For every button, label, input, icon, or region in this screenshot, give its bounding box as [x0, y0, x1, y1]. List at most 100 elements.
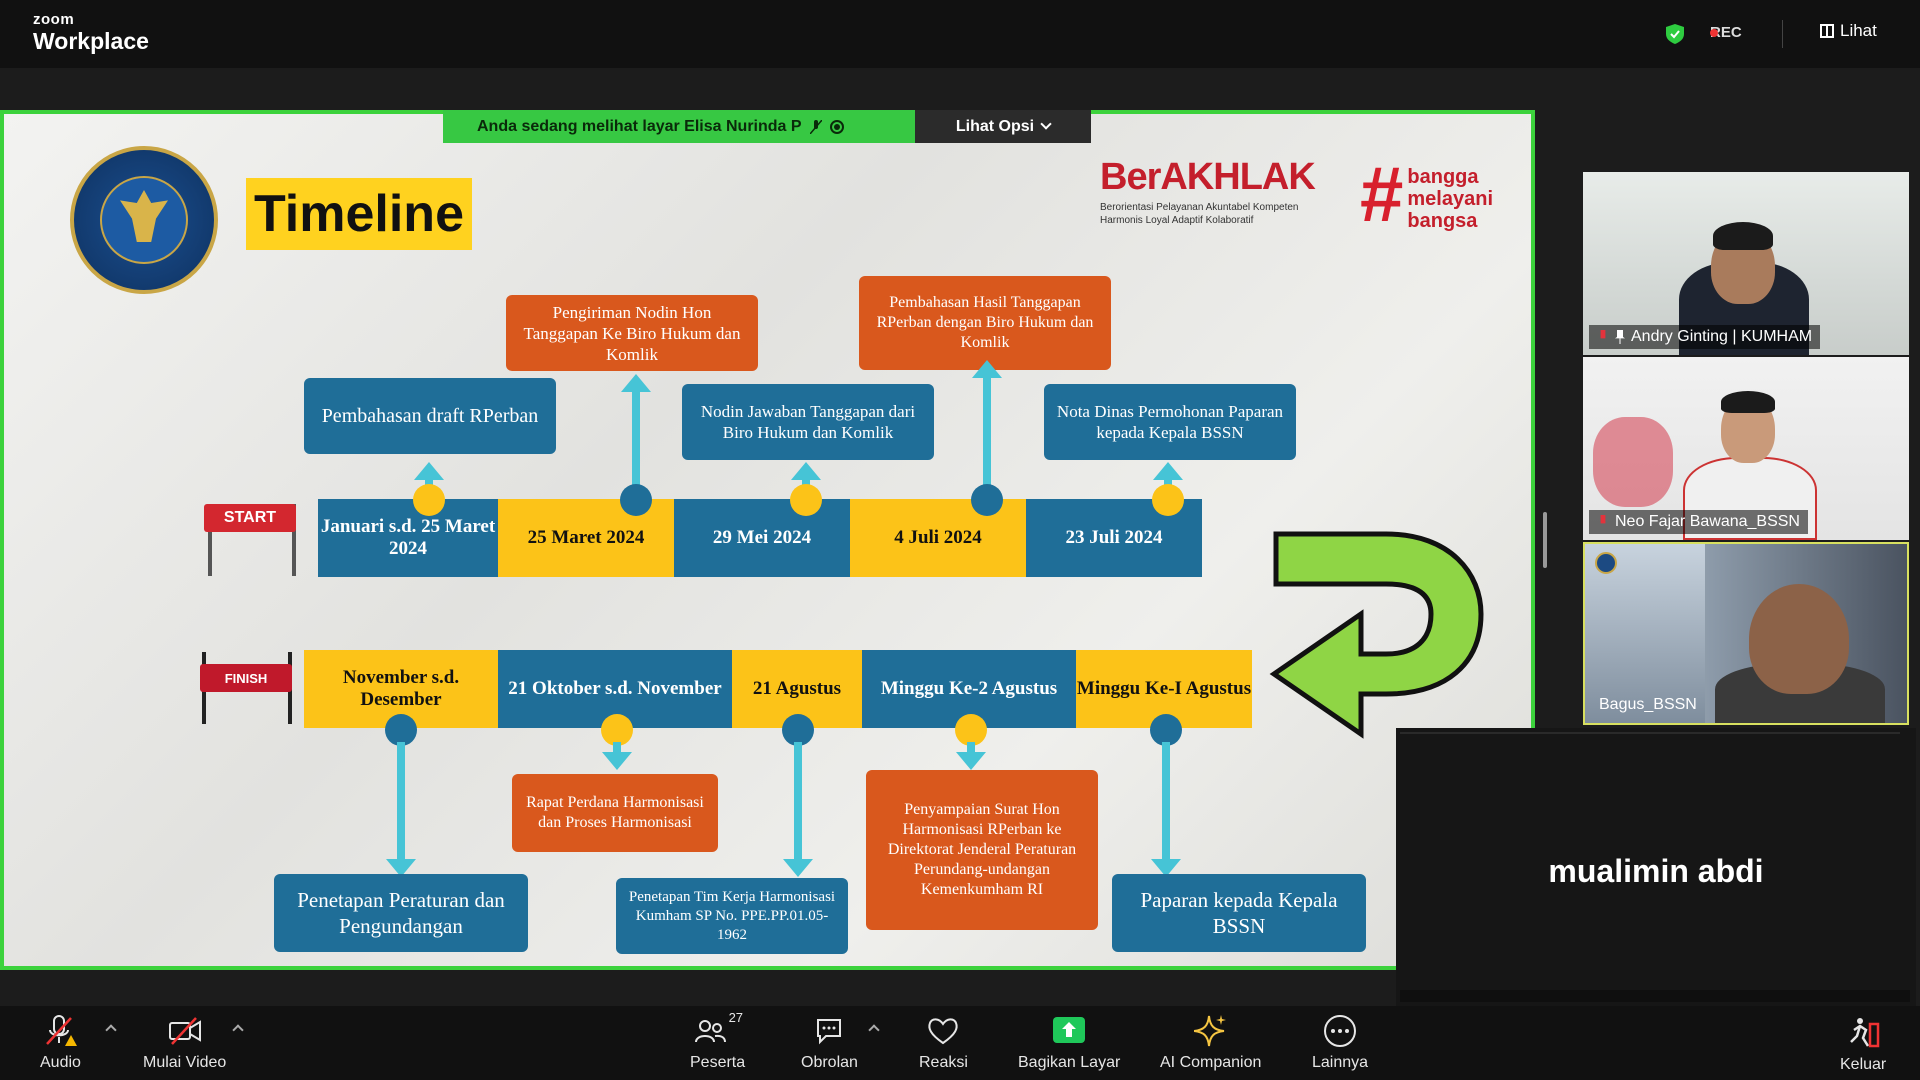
arrow-down-icon [1151, 859, 1181, 877]
timeline-dot [1150, 714, 1182, 746]
event-box-9: Penyampaian Surat Hon Harmonisasi RPerba… [866, 770, 1098, 930]
timeline-date-1: Januari s.d. 25 Maret 2024 [318, 499, 498, 577]
view-button[interactable]: Lihat [1820, 21, 1877, 41]
top-bar: zoom Workplace REC Lihat [0, 0, 1920, 68]
ai-companion-label: AI Companion [1160, 1054, 1262, 1071]
event-box-2: Pengiriman Nodin Hon Tanggapan Ke Biro H… [506, 295, 758, 371]
timeline-dot [620, 484, 652, 516]
mic-warning-icon [46, 1015, 78, 1046]
more-button[interactable]: Lainnya [1312, 1014, 1368, 1072]
event-box-4: Pembahasan Hasil Tanggapan RPerban denga… [859, 276, 1111, 370]
arrow-down-icon [386, 859, 416, 877]
self-view-mini-window [1400, 732, 1900, 760]
start-flag: START [204, 504, 304, 584]
timeline-stem [613, 742, 621, 754]
arrow-down-icon [783, 859, 813, 877]
event-box-1: Pembahasan draft RPerban [304, 378, 556, 454]
leave-button[interactable]: Keluar [1840, 1016, 1886, 1074]
event-box-8: Penetapan Tim Kerja Harmonisasi Kumham S… [616, 878, 848, 954]
reactions-button[interactable]: Reaksi [919, 1014, 968, 1072]
berakhlak-logo: BerAKHLAK Berorientasi Pelayanan Akuntab… [1100, 156, 1350, 246]
view-options-label: Lihat Opsi [955, 117, 1035, 135]
rec-label: REC [1710, 24, 1742, 41]
chat-options-caret[interactable] [868, 1024, 880, 1036]
participant-name-tag: Andry Ginting | KUMHAM [1589, 325, 1821, 349]
timeline-stem [794, 742, 802, 862]
arrow-up-icon [972, 360, 1002, 378]
participants-button[interactable]: 27 Peserta [690, 1010, 746, 1072]
timeline-stem [967, 742, 975, 754]
reactions-label: Reaksi [919, 1054, 968, 1071]
participant-name-tag: Neo Fajar Bawana_BSSN [1589, 510, 1808, 534]
record-dot-icon [1710, 28, 1718, 37]
hashtag-text-3: bangsa [1407, 210, 1478, 232]
arrow-up-icon [791, 462, 821, 480]
timeline-stem [1162, 742, 1170, 862]
audio-options-caret[interactable] [105, 1024, 117, 1036]
timeline-stem [632, 392, 640, 492]
event-box-10: Paparan kepada Kepala BSSN [1112, 874, 1366, 952]
audio-button[interactable]: Audio [40, 1014, 81, 1072]
timeline-stem [983, 376, 991, 492]
participants-label: Peserta [690, 1054, 746, 1071]
share-status-banner: Anda sedang melihat layar Elisa Nurinda … [443, 110, 915, 143]
arrow-down-icon [602, 752, 632, 770]
timeline-dot [1152, 484, 1184, 516]
share-screen-label: Bagikan Layar [1018, 1054, 1121, 1071]
participant-tile[interactable]: Neo Fajar Bawana_BSSN [1583, 357, 1909, 540]
share-banner-text: Anda sedang melihat layar Elisa Nurinda … [477, 117, 802, 135]
arrow-up-icon [621, 374, 651, 392]
mic-muted-icon [1600, 330, 1606, 339]
share-screen-button[interactable]: Bagikan Layar [1018, 1014, 1120, 1072]
bssn-emblem-logo [1595, 552, 1617, 574]
self-view-mini-toolbar [1400, 990, 1910, 1002]
event-box-6: Penetapan Peraturan dan Pengundangan [274, 874, 528, 952]
event-box-7: Rapat Perdana Harmonisasi dan Proses Har… [512, 774, 718, 852]
arrow-up-icon [1153, 462, 1183, 480]
brand-tagline-2: Harmonis Loyal Adaptif Kolaboratif [1100, 215, 1254, 226]
pin-icon [1615, 330, 1625, 344]
zoom-logo: zoom Workplace [33, 12, 149, 53]
video-options-caret[interactable] [232, 1024, 244, 1036]
timeline-date-3: 29 Mei 2024 [674, 499, 850, 577]
timeline-dot [601, 714, 633, 746]
timeline-dot [971, 484, 1003, 516]
shared-screen[interactable]: Timeline BerAKHLAK Berorientasi Pelayana… [0, 110, 1535, 970]
ai-companion-button[interactable]: AI Companion [1160, 1014, 1261, 1072]
panel-resize-handle[interactable] [1543, 512, 1547, 568]
timeline-date-8: 21 Agustus [732, 650, 862, 728]
heart-icon [928, 1018, 959, 1045]
self-view-name: mualimin abdi [1548, 853, 1764, 889]
timeline-dot [790, 484, 822, 516]
timeline-stem [397, 742, 405, 862]
layout-icon [1820, 24, 1834, 38]
recording-indicator[interactable]: REC [1710, 24, 1742, 41]
chat-icon [817, 1019, 842, 1045]
finish-flag: FINISH [200, 652, 300, 732]
brand-tagline-1: Berorientasi Pelayanan Akuntabel Kompete… [1100, 202, 1299, 213]
view-options-button[interactable]: Lihat Opsi [915, 110, 1091, 143]
participant-tile-active-speaker[interactable]: Bagus_BSSN [1583, 542, 1909, 725]
topbar-divider [1782, 20, 1783, 48]
finish-label: FINISH [200, 664, 292, 692]
participants-count: 27 [728, 1010, 744, 1025]
timeline-dot [413, 484, 445, 516]
timeline-dot [782, 714, 814, 746]
timeline-dot [385, 714, 417, 746]
start-video-button[interactable]: Mulai Video [143, 1014, 226, 1072]
event-box-3: Nodin Jawaban Tanggapan dari Biro Hukum … [682, 384, 934, 460]
chat-button[interactable]: Obrolan [801, 1014, 858, 1072]
logo-small: zoom [33, 11, 75, 28]
timeline-dot [955, 714, 987, 746]
self-view-tile[interactable]: mualimin abdi [1396, 728, 1916, 1006]
participant-tile[interactable]: Andry Ginting | KUMHAM [1583, 172, 1909, 355]
participant-name: Bagus_BSSN [1599, 696, 1697, 713]
logo-big: Workplace [33, 28, 149, 54]
more-icon [1324, 1015, 1357, 1047]
hashtag-symbol: # [1360, 150, 1404, 238]
participant-name: Neo Fajar Bawana_BSSN [1615, 513, 1800, 530]
shield-check-icon[interactable] [1666, 24, 1684, 44]
sparkle-icon [1193, 1015, 1226, 1047]
start-label: START [204, 504, 296, 532]
